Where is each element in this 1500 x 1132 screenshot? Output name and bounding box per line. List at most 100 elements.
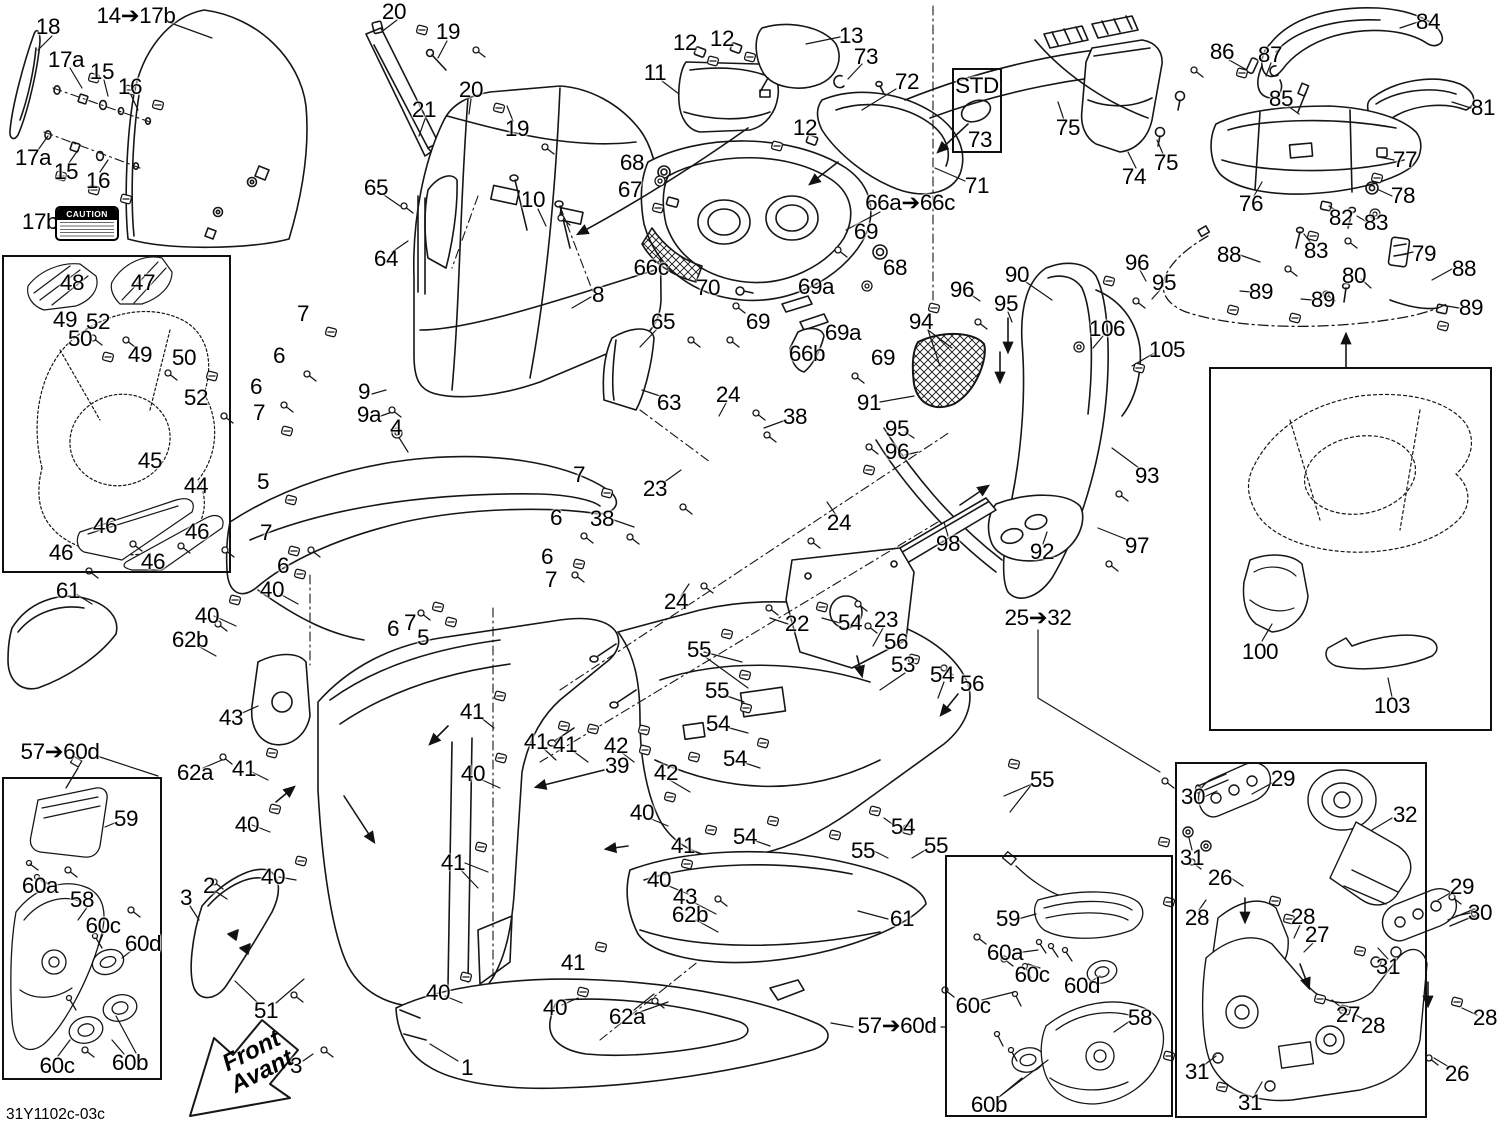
callout-92: 92	[1029, 538, 1055, 564]
callout-46: 46	[92, 512, 118, 538]
callout-30: 30	[1467, 899, 1493, 925]
callout-12: 12	[792, 114, 818, 140]
callout-24: 24	[715, 381, 741, 407]
upper-console	[1210, 57, 1422, 303]
callout-18: 18	[35, 13, 61, 39]
callout-52: 52	[85, 308, 111, 334]
callout-63: 63	[656, 389, 682, 415]
lamp-box-right	[945, 855, 1173, 1117]
callout-6: 6	[540, 543, 554, 569]
corner-panel	[190, 868, 280, 999]
callout-62a: 62a	[176, 759, 214, 785]
callout-78: 78	[1390, 182, 1416, 208]
callout-66c: 66c	[633, 254, 669, 280]
callout-89: 89	[1310, 286, 1336, 312]
callout-50: 50	[171, 344, 197, 370]
callout-40: 40	[260, 863, 286, 889]
callout-31: 31	[1179, 844, 1205, 870]
callout-46: 46	[184, 518, 210, 544]
callout-56: 56	[883, 628, 909, 654]
callout-64: 64	[373, 245, 399, 271]
callout-45: 45	[137, 447, 163, 473]
callout-88: 88	[1216, 241, 1242, 267]
callout-12: 12	[709, 25, 735, 51]
callout-38: 38	[782, 403, 808, 429]
callout-58: 58	[69, 886, 95, 912]
callout-7: 7	[296, 300, 310, 326]
callout-95: 95	[884, 415, 910, 441]
callout-55: 55	[923, 832, 949, 858]
callout-15: 15	[89, 58, 115, 84]
callout-48: 48	[59, 269, 85, 295]
callout-57➔60d: 57➔60d	[857, 1012, 937, 1038]
callout-19: 19	[504, 115, 530, 141]
mirror-lamp-box-left	[2, 777, 162, 1080]
callout-50: 50	[67, 325, 93, 351]
callout-7: 7	[252, 399, 266, 425]
callout-31: 31	[1375, 953, 1401, 979]
callout-41: 41	[523, 728, 549, 754]
callout-10: 10	[520, 186, 546, 212]
callout-75: 75	[1055, 114, 1081, 140]
callout-62b: 62b	[171, 626, 209, 652]
callout-60a: 60a	[21, 872, 59, 898]
callout-94: 94	[908, 308, 934, 334]
callout-55: 55	[850, 837, 876, 863]
callout-74: 74	[1121, 163, 1147, 189]
callout-66a➔66c: 66a➔66c	[865, 189, 955, 215]
callout-32: 32	[1392, 801, 1418, 827]
callout-43: 43	[672, 883, 698, 909]
lamp-assembly-right	[993, 851, 1165, 1105]
caution-label-text-lines	[60, 222, 114, 239]
callout-17a: 17a	[14, 144, 52, 170]
callout-68: 68	[619, 149, 645, 175]
callout-60b: 60b	[970, 1091, 1008, 1117]
callout-31: 31	[1184, 1058, 1210, 1084]
callout-95: 95	[993, 290, 1019, 316]
callout-7: 7	[544, 566, 558, 592]
callout-29: 29	[1270, 765, 1296, 791]
support-plate-left	[250, 653, 311, 746]
callout-55: 55	[1029, 766, 1055, 792]
callout-28: 28	[1290, 903, 1316, 929]
callout-23: 23	[873, 606, 899, 632]
callout-29: 29	[1449, 873, 1475, 899]
cowl-vents	[904, 15, 1186, 153]
callout-6: 6	[549, 504, 563, 530]
callout-41: 41	[552, 731, 578, 757]
deflector-panel-left	[7, 595, 118, 690]
callout-58: 58	[1127, 1004, 1153, 1030]
callout-42: 42	[603, 732, 629, 758]
support-plate-right	[539, 431, 951, 763]
callout-4: 4	[389, 414, 403, 440]
callout-40: 40	[629, 799, 655, 825]
callout-25➔32: 25➔32	[1004, 604, 1072, 630]
callout-60b: 60b	[111, 1049, 149, 1075]
callout-89: 89	[1248, 278, 1274, 304]
callout-72: 72	[894, 68, 920, 94]
access-cover	[755, 23, 889, 123]
windshield-hardware-box	[2, 255, 231, 573]
fastener-glyphs	[54, 24, 1464, 1093]
callout-60a: 60a	[986, 939, 1024, 965]
callout-STD: STD	[955, 72, 999, 98]
callout-66b: 66b	[788, 340, 826, 366]
callout-27: 27	[1335, 1001, 1361, 1027]
headlight-cover	[677, 42, 819, 146]
windshield-trim-lower	[1366, 78, 1475, 123]
callout-62a: 62a	[608, 1003, 646, 1029]
callout-69: 69	[853, 218, 879, 244]
callout-14➔17b: 14➔17b	[96, 2, 176, 28]
callout-41: 41	[670, 832, 696, 858]
steering-cover	[816, 5, 992, 311]
callout-60d: 60d	[1063, 972, 1101, 998]
callout-54: 54	[705, 710, 731, 736]
wind-deflector-left	[417, 175, 458, 295]
callout-24: 24	[663, 588, 689, 614]
callout-16: 16	[117, 73, 143, 99]
callout-40: 40	[460, 760, 486, 786]
hood-panel	[225, 455, 618, 666]
console-support	[412, 85, 662, 398]
callout-96: 96	[884, 438, 910, 464]
